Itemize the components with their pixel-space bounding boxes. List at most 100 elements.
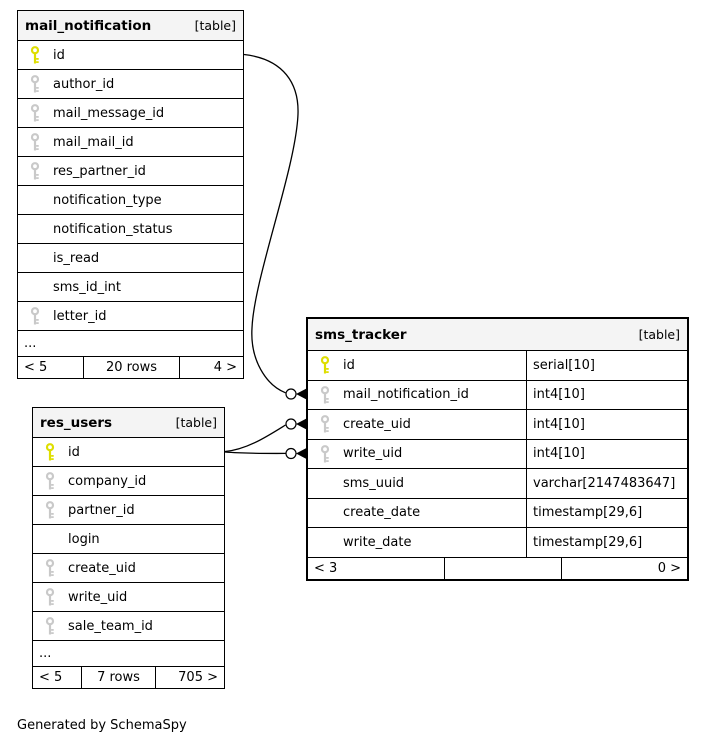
primary-key-icon [45, 443, 65, 461]
column-row-notification-status: notification_status [18, 214, 243, 243]
foreign-key-icon [30, 133, 50, 151]
table-footer: < 3 0 > [308, 556, 687, 579]
fk-endpoint-circle [285, 447, 297, 460]
column-row-mail-mail-id: mail_mail_id [18, 127, 243, 156]
column-name: create_uid [343, 416, 411, 432]
fk-endpoint-circle [285, 418, 297, 430]
footer-prev: < 5 [24, 360, 48, 375]
foreign-key-icon [320, 444, 340, 463]
column-name: write_uid [343, 446, 403, 462]
footer-next: 4 > [179, 357, 243, 378]
foreign-key-icon [45, 472, 65, 490]
table-header: res_users [table] [33, 408, 224, 437]
column-name: notification_type [53, 192, 162, 208]
column-row-write-uid: write_uid [33, 582, 224, 611]
column-name: id [343, 357, 355, 373]
fk-line-res-users-id-to-create-uid [224, 424, 286, 453]
column-row-create-date: create_date timestamp[29,6] [308, 497, 687, 527]
generator-note: Generated by SchemaSpy [17, 718, 187, 733]
ellipsis-row: ... [18, 330, 243, 356]
foreign-key-icon [45, 617, 65, 635]
column-row-mail-message-id: mail_message_id [18, 98, 243, 127]
column-name: write_date [343, 534, 412, 550]
fk-endpoint-arrow [296, 418, 307, 430]
column-name: mail_message_id [53, 105, 165, 121]
footer-row-count [444, 557, 561, 579]
column-type: varchar[2147483647] [533, 475, 676, 491]
foreign-key-icon [45, 588, 65, 606]
column-row-sms-uuid: sms_uuid varchar[2147483647] [308, 468, 687, 498]
foreign-key-icon [30, 307, 50, 325]
column-row-notification-type: notification_type [18, 185, 243, 214]
column-type: serial[10] [533, 357, 595, 373]
fk-line-mail-notification-id-to-sms-tracker [243, 53, 299, 394]
column-name: write_uid [68, 589, 128, 605]
column-row-id: id [18, 40, 243, 69]
column-name: author_id [53, 76, 115, 92]
column-row-sms-id-int: sms_id_int [18, 272, 243, 301]
fk-endpoint-circle [285, 388, 297, 400]
column-name: notification_status [53, 221, 173, 237]
column-row-res-partner-id: res_partner_id [18, 156, 243, 185]
foreign-key-icon [320, 385, 340, 404]
column-name: create_uid [68, 560, 136, 576]
column-row-write-date: write_date timestamp[29,6] [308, 527, 687, 557]
foreign-key-icon [45, 559, 65, 577]
foreign-key-icon [30, 104, 50, 122]
column-name: mail_mail_id [53, 134, 134, 150]
column-row-letter-id: letter_id [18, 301, 243, 330]
table-header: sms_tracker [table] [308, 319, 687, 350]
table-title[interactable]: sms_tracker [315, 326, 407, 343]
column-name: sms_uuid [343, 475, 405, 491]
primary-key-icon [30, 46, 50, 64]
column-type: int4[10] [533, 446, 585, 462]
table-res-users: res_users [table] id company_id partner_… [32, 407, 225, 689]
foreign-key-icon [30, 75, 50, 93]
column-name: letter_id [53, 308, 107, 324]
column-name: partner_id [68, 502, 135, 518]
column-row-login: login [33, 524, 224, 553]
table-header: mail_notification [table] [18, 11, 243, 40]
ellipsis-row: ... [33, 640, 224, 666]
foreign-key-icon [320, 415, 340, 433]
column-type: int4[10] [533, 387, 585, 403]
column-type: timestamp[29,6] [533, 534, 643, 550]
column-row-sale-team-id: sale_team_id [33, 611, 224, 640]
column-name: sale_team_id [68, 618, 153, 634]
column-row-mail-notification-id: mail_notification_id int4[10] [308, 379, 687, 409]
foreign-key-icon [45, 501, 65, 519]
table-footer: < 5 7 rows 705 > [33, 666, 224, 688]
column-type: int4[10] [533, 416, 585, 432]
column-row-author-id: author_id [18, 69, 243, 98]
column-type: timestamp[29,6] [533, 505, 643, 521]
column-row-is-read: is_read [18, 243, 243, 272]
column-name: create_date [343, 505, 421, 521]
column-row-company-id: company_id [33, 466, 224, 495]
footer-next: 0 > [561, 557, 687, 579]
table-title[interactable]: mail_notification [25, 17, 152, 34]
column-row-id: id [33, 437, 224, 466]
fk-endpoint-arrow [296, 448, 307, 459]
column-name: company_id [68, 473, 147, 489]
column-name: id [68, 444, 80, 460]
column-row-create-uid: create_uid [33, 553, 224, 582]
column-name: login [68, 531, 100, 547]
footer-prev: < 3 [314, 560, 338, 576]
table-mail-notification: mail_notification [table] id author_id m… [17, 10, 244, 379]
column-name: res_partner_id [53, 163, 146, 179]
column-row-partner-id: partner_id [33, 495, 224, 524]
column-name: mail_notification_id [343, 387, 469, 403]
column-row-id: id serial[10] [308, 350, 687, 380]
footer-prev: < 5 [39, 670, 63, 685]
table-type-tag: [table] [194, 18, 236, 33]
footer-next: 705 > [155, 667, 224, 688]
column-name: id [53, 47, 65, 63]
fk-endpoint-arrow [296, 388, 307, 400]
foreign-key-icon [30, 162, 50, 180]
table-title[interactable]: res_users [40, 414, 113, 431]
column-row-write-uid: write_uid int4[10] [308, 438, 687, 468]
column-name: is_read [53, 250, 100, 266]
table-sms-tracker: sms_tracker [table] id serial[10] mail_n… [306, 317, 689, 581]
table-type-tag: [table] [175, 415, 217, 430]
